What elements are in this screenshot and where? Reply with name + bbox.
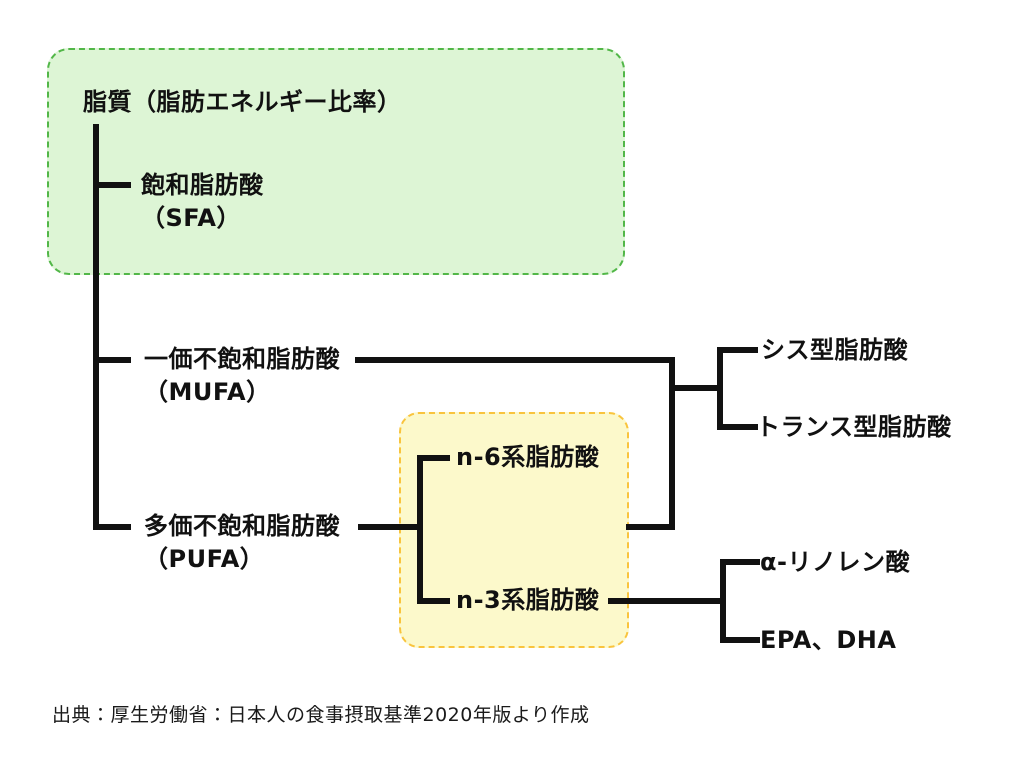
connector-n6-stub [417, 455, 450, 461]
node-epa-dha-label: EPA、DHA [760, 626, 897, 654]
node-mufa-sublabel: （MUFA） [144, 378, 271, 406]
node-n6-label: n-6系脂肪酸 [456, 443, 600, 471]
highlight-box-n6-n3 [399, 412, 629, 648]
node-mufa: 一価不飽和脂肪酸 （MUFA） [144, 343, 340, 409]
node-pufa: 多価不飽和脂肪酸 （PUFA） [144, 510, 340, 576]
connector-epa-stub [720, 637, 760, 643]
connector-mufa-stub [93, 357, 131, 363]
connector-trunk-vertical [93, 124, 99, 530]
node-lipid-label: 脂質（脂肪エネルギー比率） [83, 88, 402, 116]
node-n3: n-3系脂肪酸 [456, 584, 599, 617]
node-sfa-label: 飽和脂肪酸 [141, 171, 264, 199]
connector-ala-stub [720, 559, 760, 565]
connector-pufa-right-link [626, 524, 675, 530]
connector-pufa-horizontal [358, 524, 423, 530]
connector-n3-horizontal [608, 598, 726, 604]
node-pufa-sublabel: （PUFA） [144, 545, 265, 573]
node-epa-dha: EPA、DHA [760, 624, 896, 657]
source-note: 出典：厚生労働省：日本人の食事摂取基準2020年版より作成 [52, 704, 590, 726]
node-trans: トランス型脂肪酸 [756, 411, 952, 444]
node-trans-label: トランス型脂肪酸 [756, 413, 952, 441]
connector-mufa-horizontal [355, 357, 675, 363]
node-n6: n-6系脂肪酸 [456, 441, 599, 474]
connector-right-vertical [669, 357, 675, 530]
node-mufa-label: 一価不飽和脂肪酸 [144, 345, 340, 373]
node-cis-label: シス型脂肪酸 [761, 336, 908, 364]
connector-cis-trans-bracket [717, 347, 723, 430]
node-sfa-sublabel: （SFA） [141, 204, 241, 232]
node-ala: α-リノレン酸 [760, 546, 910, 579]
connector-pufa-stub [93, 524, 131, 530]
connector-trans-stub [717, 424, 758, 430]
node-cis: シス型脂肪酸 [761, 334, 908, 367]
highlight-box-lipid-sfa [47, 48, 625, 275]
connector-n3-stub [417, 598, 450, 604]
node-ala-label: α-リノレン酸 [760, 548, 910, 576]
connector-n6-n3-bracket [417, 455, 423, 604]
node-n3-label: n-3系脂肪酸 [456, 586, 600, 614]
node-lipid: 脂質（脂肪エネルギー比率） [83, 86, 402, 119]
node-pufa-label: 多価不飽和脂肪酸 [144, 512, 340, 540]
connector-ala-epa-bracket [720, 559, 726, 643]
node-sfa: 飽和脂肪酸 （SFA） [141, 169, 264, 235]
connector-cis-stub [717, 347, 758, 353]
connector-sfa-stub [93, 182, 131, 188]
connector-cis-trans-stub [669, 385, 723, 391]
